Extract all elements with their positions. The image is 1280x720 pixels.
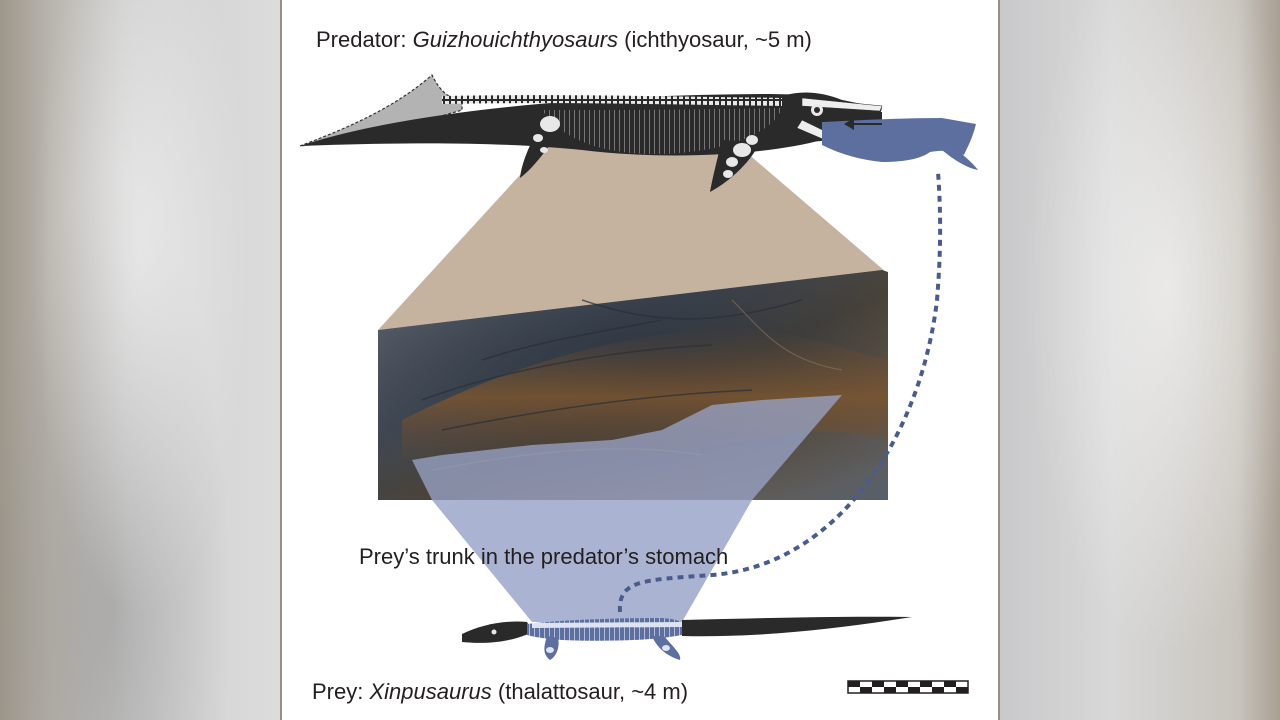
- background-right: [1000, 0, 1280, 720]
- predator-label: Predator: Guizhouichthyosaurs (ichthyosa…: [316, 27, 812, 53]
- predator-label-prefix: Predator:: [316, 27, 413, 52]
- stomach-caption: Prey’s trunk in the predator’s stomach: [359, 544, 729, 569]
- zoom-funnel-prey: [412, 395, 842, 500]
- dotted-path: [617, 171, 943, 613]
- prey-tail-in-mouth: [822, 118, 978, 170]
- predator-detail: (ichthyosaur, ~5 m): [618, 27, 812, 52]
- zoom-funnel-predator: [378, 140, 886, 330]
- prey-label-prefix: Prey:: [312, 679, 370, 704]
- figure-illustration: [299, 74, 978, 694]
- prey-skeleton: [462, 616, 912, 660]
- prey-label: Prey: Xinpusaurus (thalattosaur, ~4 m): [312, 679, 688, 705]
- predator-genus: Guizhouichthyosaurs: [412, 27, 619, 52]
- scale-bar: [847, 680, 969, 694]
- background-left: [0, 0, 280, 720]
- figure-panel: Predator: Guizhouichthyosaurs (ichthyosa…: [280, 0, 1000, 720]
- prey-detail: (thalattosaur, ~4 m): [491, 679, 689, 704]
- prey-genus: Xinpusaurus: [369, 679, 492, 704]
